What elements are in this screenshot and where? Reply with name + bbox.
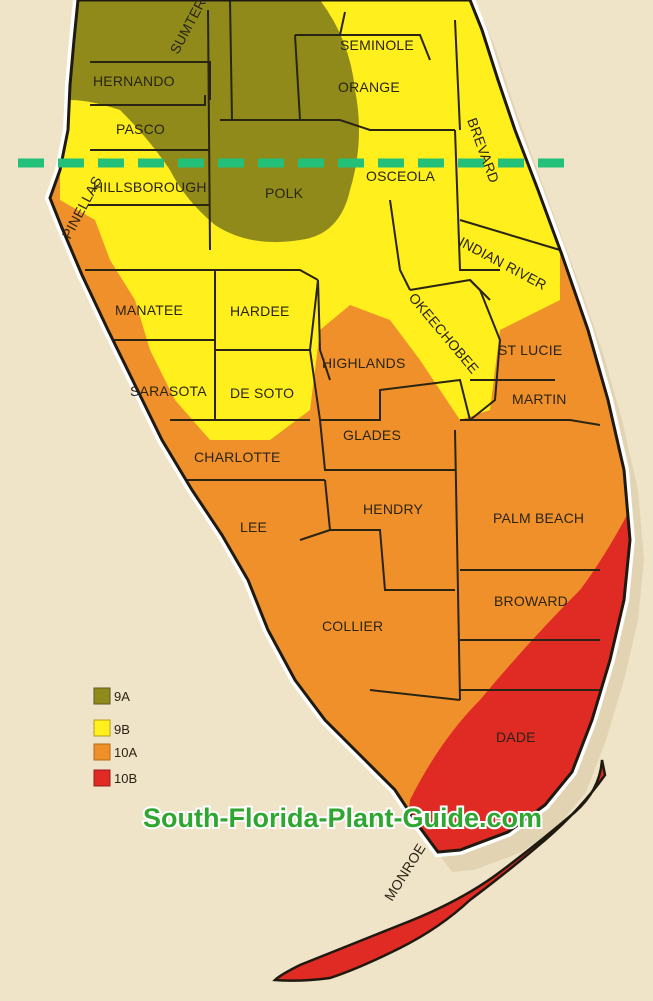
florida-keys <box>272 759 607 982</box>
county-label-charlotte: CHARLOTTE <box>194 449 281 465</box>
legend-swatch-9b <box>93 719 111 737</box>
county-label-dade: DADE <box>496 729 536 745</box>
county-label-glades: GLADES <box>343 427 401 443</box>
county-label-seminole: SEMINOLE <box>340 37 414 53</box>
county-label-sarasota: SARASOTA <box>130 383 207 399</box>
county-boundaries <box>85 0 601 701</box>
county-label-collier: COLLIER <box>322 618 383 634</box>
county-label-orange: ORANGE <box>338 79 400 95</box>
legend-swatch-9a <box>93 687 111 705</box>
brand-watermark: South-Florida-Plant-Guide.com <box>143 803 542 833</box>
legend-label-10b: 10B <box>114 771 137 786</box>
county-label-highlands: HIGHLANDS <box>322 355 405 371</box>
county-label-pasco: PASCO <box>116 121 165 137</box>
county-label-hardee: HARDEE <box>230 303 290 319</box>
county-label-palm-beach: PALM BEACH <box>493 510 584 526</box>
county-label-martin: MARTIN <box>512 391 567 407</box>
county-label-osceola: OSCEOLA <box>366 168 436 184</box>
county-label-de-soto: DE SOTO <box>230 385 294 401</box>
county-label-manatee: MANATEE <box>115 302 183 318</box>
county-label-hillsborough: HILLSBOROUGH <box>93 179 207 195</box>
zone-9a-area <box>70 0 359 243</box>
county-label-monroe: MONROE <box>381 841 429 904</box>
county-label-lee: LEE <box>240 519 267 535</box>
county-label-polk: POLK <box>265 185 304 201</box>
legend-label-9a: 9A <box>114 689 130 704</box>
coastline <box>48 0 632 854</box>
legend-swatch-10b <box>93 769 111 787</box>
county-label-hendry: HENDRY <box>363 501 424 517</box>
zone-legend: 9A 9B 10A 10B <box>93 687 137 787</box>
legend-label-9b: 9B <box>114 722 130 737</box>
county-label-broward: BROWARD <box>494 593 568 609</box>
county-label-hernando: HERNANDO <box>93 73 175 89</box>
legend-swatch-10a <box>93 743 111 761</box>
county-label-st-lucie: ST LUCIE <box>498 342 562 358</box>
legend-label-10a: 10A <box>114 745 137 760</box>
